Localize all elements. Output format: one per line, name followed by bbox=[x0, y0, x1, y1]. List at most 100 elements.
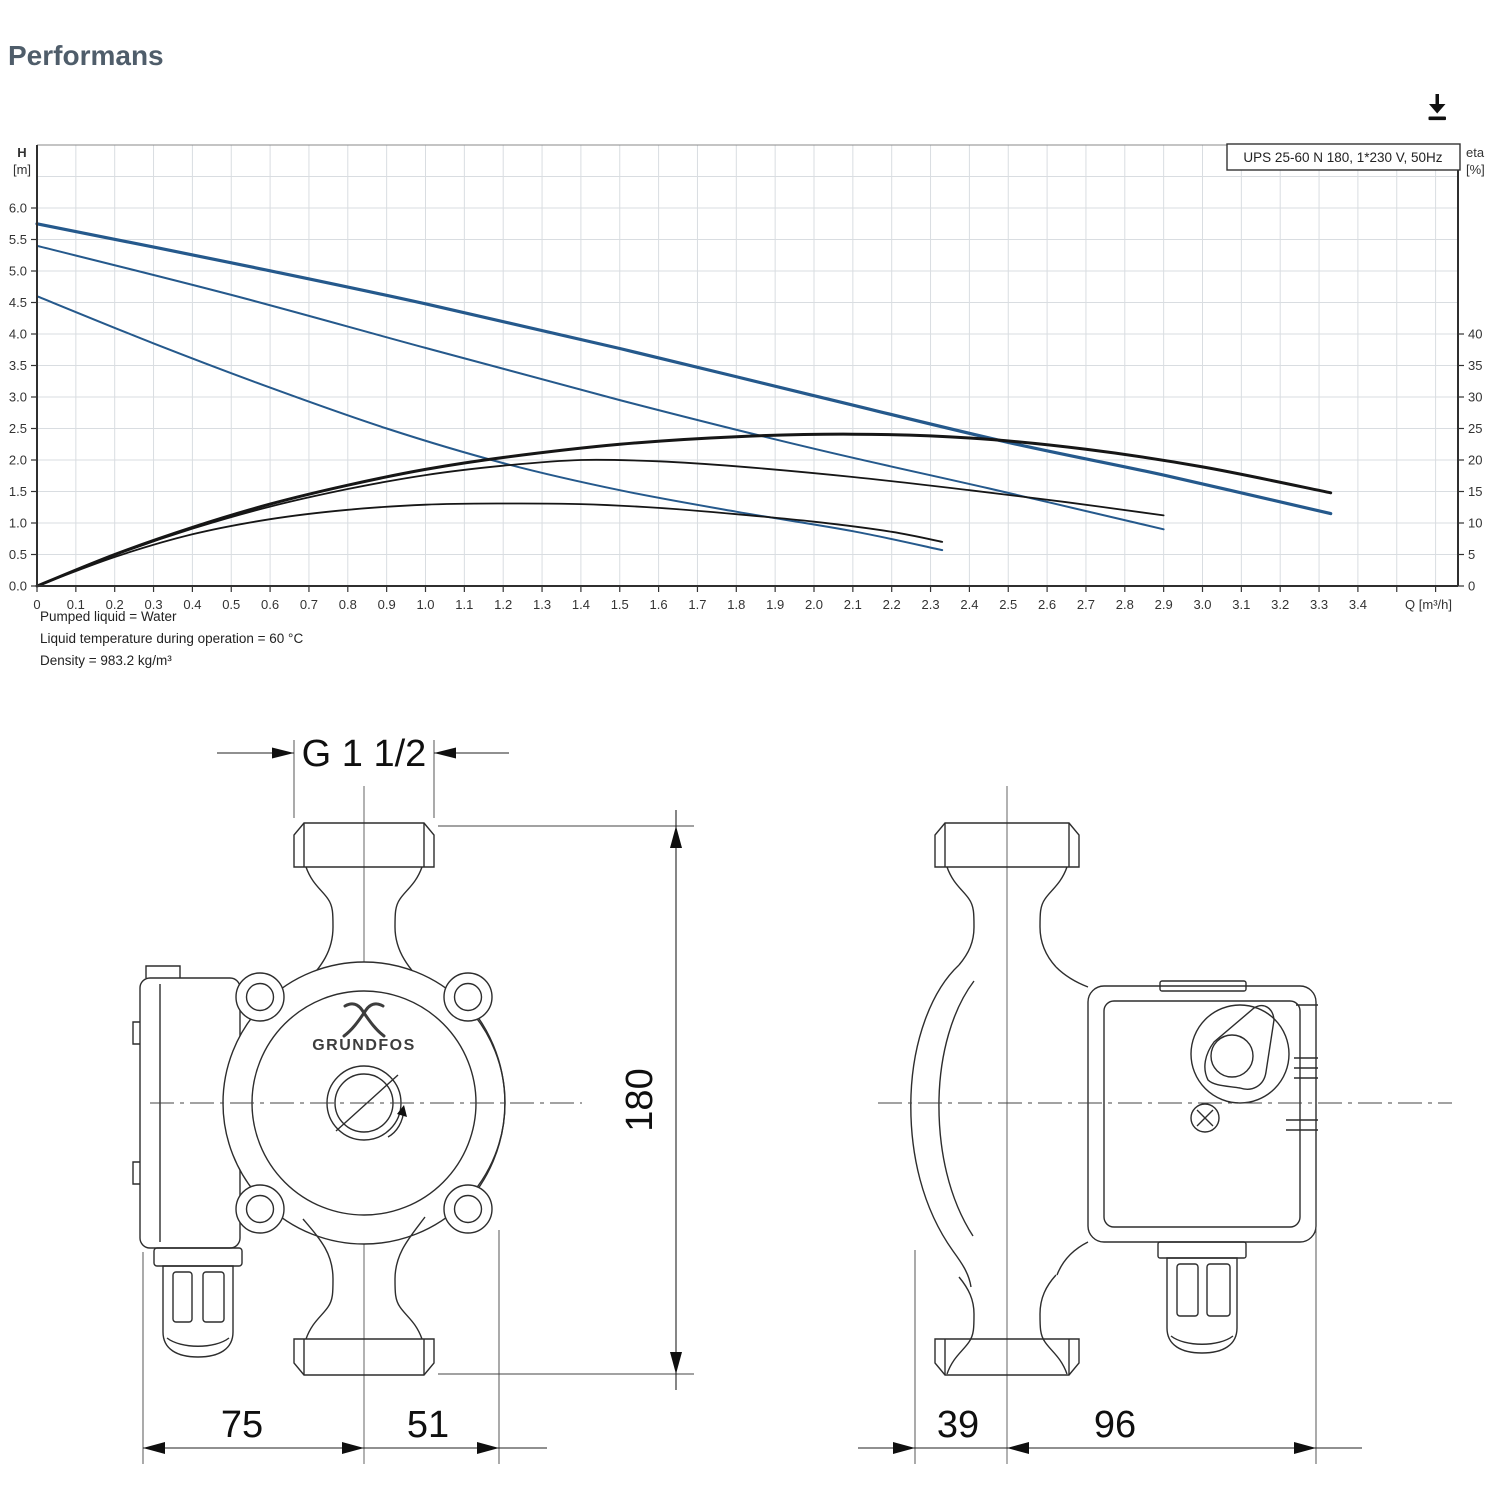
chart-notes: Pumped liquid = Water Liquid temperature… bbox=[40, 606, 303, 672]
svg-text:0.2: 0.2 bbox=[106, 597, 124, 612]
x-axis-title: Q [m³/h] bbox=[1405, 597, 1452, 612]
svg-text:1.9: 1.9 bbox=[766, 597, 784, 612]
svg-text:0.5: 0.5 bbox=[9, 547, 27, 562]
svg-text:3.4: 3.4 bbox=[1349, 597, 1367, 612]
svg-text:0.5: 0.5 bbox=[222, 597, 240, 612]
svg-text:2.9: 2.9 bbox=[1155, 597, 1173, 612]
svg-text:2.5: 2.5 bbox=[9, 421, 27, 436]
chart-ticks: 0 0.1 0.2 0.3 0.4 0.5 0.6 0.7 0.8 0.9 1.0 1.1 1.2 1.3… bbox=[9, 201, 1483, 613]
svg-text:1.0: 1.0 bbox=[416, 597, 434, 612]
svg-text:2.4: 2.4 bbox=[960, 597, 978, 612]
head-curve-speed-3 bbox=[35, 222, 1333, 516]
y-right-unit: [%] bbox=[1466, 162, 1485, 177]
svg-text:2.7: 2.7 bbox=[1077, 597, 1095, 612]
svg-text:2.8: 2.8 bbox=[1116, 597, 1134, 612]
dim-port-label: G 1 1/2 bbox=[302, 733, 427, 775]
efficiency-curve-speed-3 bbox=[35, 432, 1333, 588]
legend-label: UPS 25-60 N 180, 1*230 V, 50Hz bbox=[1243, 150, 1442, 165]
dim-back-label: 96 bbox=[1094, 1404, 1136, 1446]
svg-text:0.4: 0.4 bbox=[183, 597, 201, 612]
dim-height-label: 180 bbox=[619, 1068, 661, 1131]
dimension-drawings: GRUNDFOS bbox=[0, 690, 1500, 1490]
svg-text:0.7: 0.7 bbox=[300, 597, 318, 612]
svg-text:2.5: 2.5 bbox=[999, 597, 1017, 612]
side-view-drawing: 39 96 bbox=[858, 786, 1452, 1464]
y-left-title: H bbox=[17, 145, 26, 160]
svg-text:5: 5 bbox=[1468, 547, 1475, 562]
download-button[interactable] bbox=[1424, 93, 1450, 123]
svg-text:0.0: 0.0 bbox=[9, 579, 27, 594]
svg-text:0.8: 0.8 bbox=[339, 597, 357, 612]
svg-text:1.5: 1.5 bbox=[611, 597, 629, 612]
svg-text:3.3: 3.3 bbox=[1310, 597, 1328, 612]
svg-text:3.2: 3.2 bbox=[1271, 597, 1289, 612]
efficiency-curve-speed-1 bbox=[36, 502, 944, 587]
svg-text:0: 0 bbox=[33, 597, 40, 612]
axis-titles: H [m] eta [%] Q [m³/h] bbox=[13, 145, 1485, 612]
svg-text:15: 15 bbox=[1468, 484, 1482, 499]
svg-text:3.1: 3.1 bbox=[1232, 597, 1250, 612]
svg-text:2.0: 2.0 bbox=[805, 597, 823, 612]
svg-text:3.0: 3.0 bbox=[9, 390, 27, 405]
svg-text:0.3: 0.3 bbox=[145, 597, 163, 612]
note-density: Density = 983.2 kg/m³ bbox=[40, 653, 172, 668]
y-right-title: eta bbox=[1466, 145, 1485, 160]
dimension-width-front: 75 51 bbox=[142, 1230, 547, 1464]
front-view-drawing: GRUNDFOS bbox=[132, 733, 694, 1464]
svg-text:1.4: 1.4 bbox=[572, 597, 590, 612]
y-left-unit: [m] bbox=[13, 162, 31, 177]
note-liquid-temperature: Liquid temperature during operation = 60… bbox=[40, 631, 304, 646]
chart-legend: UPS 25-60 N 180, 1*230 V, 50Hz bbox=[1226, 143, 1461, 171]
svg-text:3.0: 3.0 bbox=[1193, 597, 1211, 612]
note-pumped-liquid: Pumped liquid = Water bbox=[40, 609, 177, 624]
svg-text:5.0: 5.0 bbox=[9, 264, 27, 279]
chart-grid bbox=[37, 145, 1458, 586]
svg-text:6.0: 6.0 bbox=[9, 201, 27, 216]
svg-text:1.7: 1.7 bbox=[688, 597, 706, 612]
svg-text:4.0: 4.0 bbox=[9, 327, 27, 342]
brand-text: GRUNDFOS bbox=[312, 1037, 416, 1054]
speed-selector-knob bbox=[1190, 1004, 1290, 1104]
svg-text:2.6: 2.6 bbox=[1038, 597, 1056, 612]
dim-left-label: 75 bbox=[221, 1404, 263, 1446]
head-curve-speed-2 bbox=[36, 244, 1165, 531]
svg-text:1.6: 1.6 bbox=[650, 597, 668, 612]
svg-text:0.6: 0.6 bbox=[261, 597, 279, 612]
grundfos-logo-icon bbox=[342, 1002, 386, 1038]
dimension-height: 180 bbox=[438, 810, 694, 1390]
svg-text:4.5: 4.5 bbox=[9, 295, 27, 310]
bolt-ears bbox=[235, 972, 493, 1234]
dimension-depth: 39 96 bbox=[858, 1190, 1362, 1464]
svg-text:1.0: 1.0 bbox=[9, 516, 27, 531]
dimension-port: G 1 1/2 bbox=[217, 733, 509, 818]
svg-text:1.8: 1.8 bbox=[727, 597, 745, 612]
svg-text:1.5: 1.5 bbox=[9, 484, 27, 499]
svg-text:3.5: 3.5 bbox=[9, 358, 27, 373]
svg-text:2.3: 2.3 bbox=[922, 597, 940, 612]
dim-right-label: 51 bbox=[407, 1404, 449, 1446]
svg-text:35: 35 bbox=[1468, 358, 1482, 373]
dim-front-label: 39 bbox=[937, 1404, 979, 1446]
svg-text:25: 25 bbox=[1468, 421, 1482, 436]
svg-text:0.9: 0.9 bbox=[378, 597, 396, 612]
svg-text:40: 40 bbox=[1468, 327, 1482, 342]
svg-text:0.1: 0.1 bbox=[67, 597, 85, 612]
chart-curves bbox=[35, 222, 1333, 588]
svg-text:5.5: 5.5 bbox=[9, 232, 27, 247]
download-icon bbox=[1428, 94, 1446, 121]
svg-text:2.0: 2.0 bbox=[9, 453, 27, 468]
efficiency-curve-speed-2 bbox=[36, 458, 1165, 587]
svg-text:30: 30 bbox=[1468, 390, 1482, 405]
speed-marks bbox=[1286, 1004, 1318, 1131]
svg-text:0: 0 bbox=[1468, 579, 1475, 594]
svg-text:1.1: 1.1 bbox=[455, 597, 473, 612]
svg-text:1.2: 1.2 bbox=[494, 597, 512, 612]
screw-icon bbox=[1190, 1103, 1220, 1133]
svg-text:2.1: 2.1 bbox=[844, 597, 862, 612]
page-title: Performans bbox=[8, 40, 164, 71]
svg-text:10: 10 bbox=[1468, 516, 1482, 531]
svg-text:2.2: 2.2 bbox=[883, 597, 901, 612]
svg-text:1.3: 1.3 bbox=[533, 597, 551, 612]
svg-text:20: 20 bbox=[1468, 453, 1482, 468]
